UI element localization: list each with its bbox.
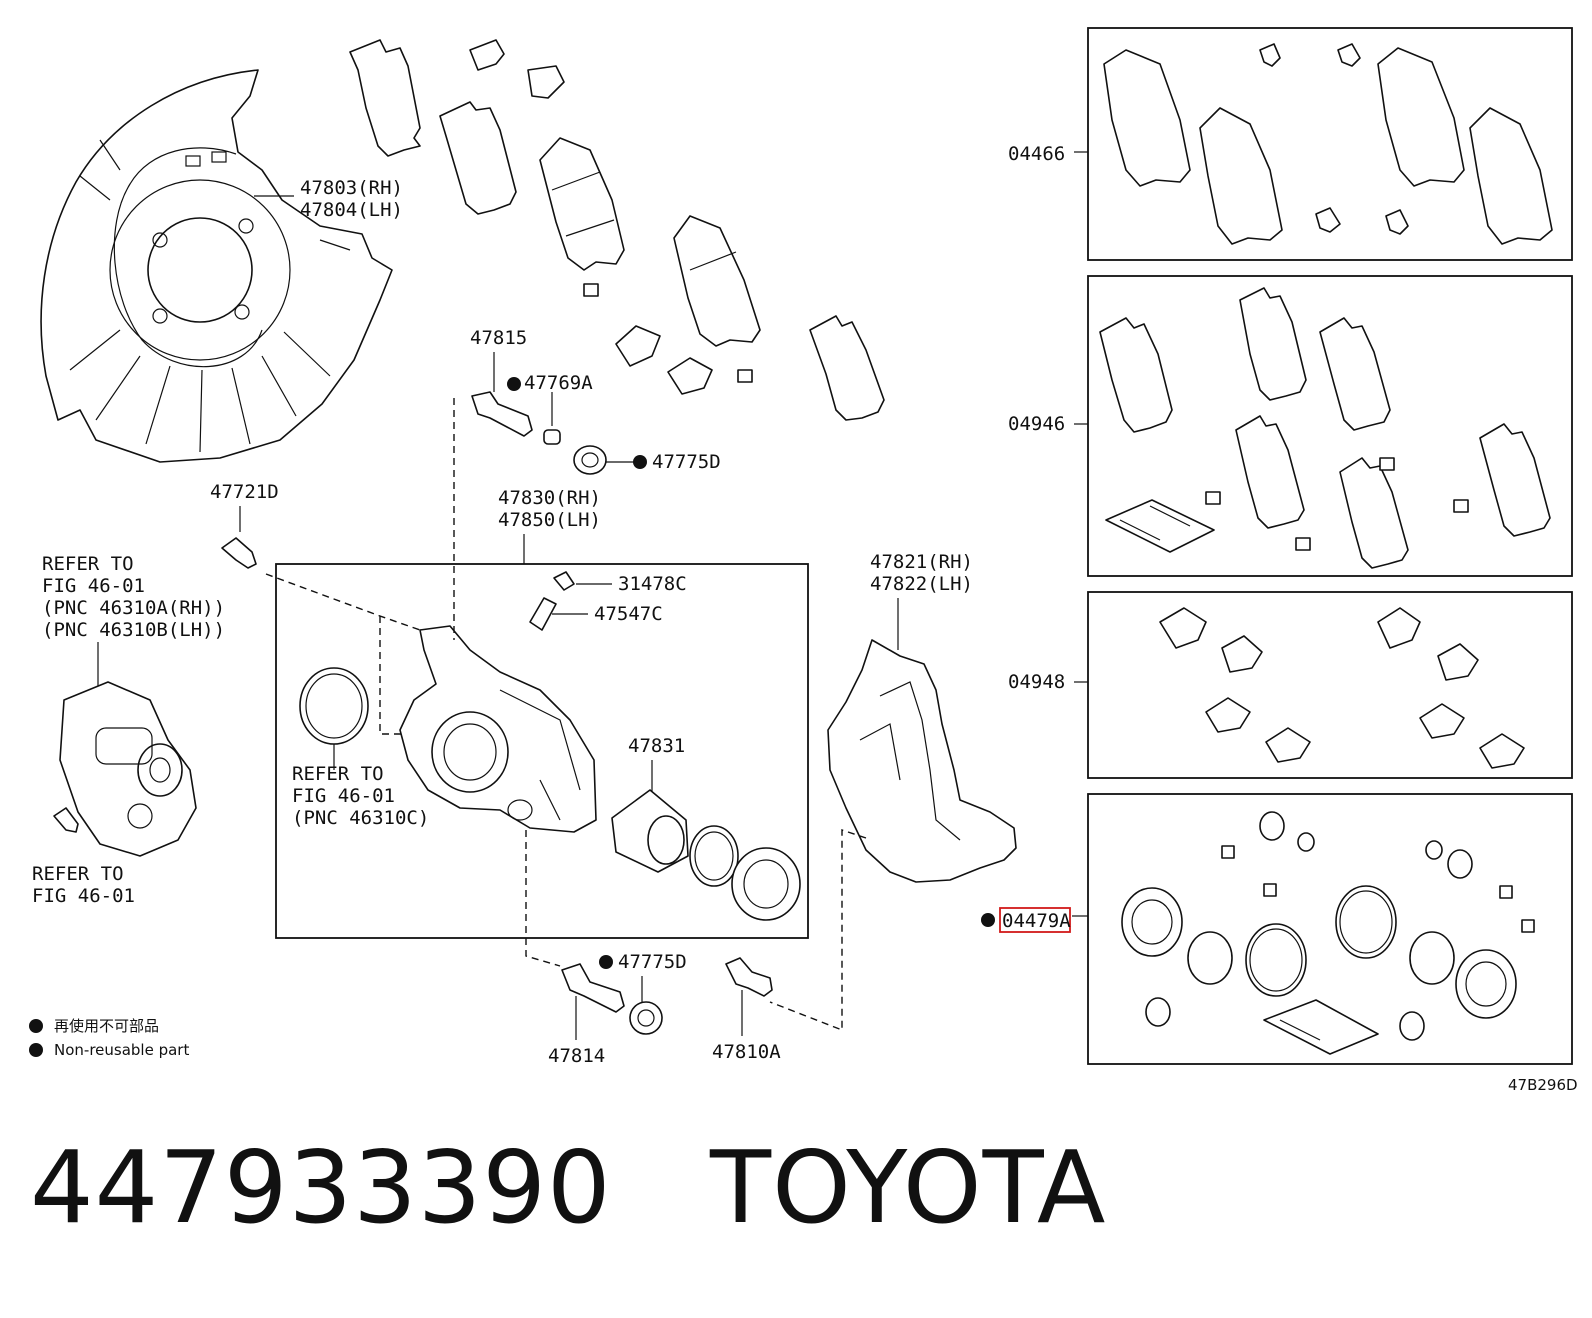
pad-support-plate-small-1[interactable] [469,39,565,99]
bolt-refer-fig[interactable] [53,807,79,833]
highlight-box-04479A [999,907,1071,933]
disc-brake-pad-outer[interactable] [673,215,761,347]
part-number: 447933390 [30,1129,612,1246]
anti-squeal-shim-1[interactable] [349,39,421,157]
brand-name: TOYOTA [709,1129,1107,1246]
label-47814: 47814 [548,1045,605,1067]
bolt-47721D[interactable] [221,537,257,569]
label-47830: 47830(RH) [498,487,601,509]
label-47850: 47850(LH) [498,509,601,531]
anti-squeal-shim-3[interactable] [809,315,885,421]
caliper-piston-47831[interactable] [611,789,689,873]
kit-04466-pads[interactable] [1103,43,1553,245]
label-47547C: 47547C [594,603,663,625]
refer-bolt-line1: REFER TO [32,863,124,885]
piston-seal-ring-left[interactable] [299,667,369,745]
bushing-47769A[interactable] [543,429,561,445]
label-04946: 04946 [1008,413,1065,435]
refer-left-line3: (PNC 46310A(RH)) [42,597,225,619]
kit-04946-shims[interactable] [1099,287,1551,569]
kit-box-04948 [1087,591,1573,779]
label-47810A: 47810A [712,1041,781,1063]
caliper-cylinder-body[interactable] [399,625,597,833]
figure-code: 47B296D [1508,1076,1578,1094]
refer-mid-line3: (PNC 46310C) [292,807,429,829]
label-47815: 47815 [470,327,527,349]
kit-04948-support-plates[interactable] [1159,607,1525,769]
label-31478C: 31478C [618,573,687,595]
pad-support-plate-1[interactable] [615,325,661,367]
label-47804: 47804(LH) [300,199,403,221]
caliper-slide-pin-47815[interactable] [471,391,533,437]
anti-squeal-shim-2[interactable] [439,101,517,215]
parking-brake-actuator[interactable] [59,681,197,857]
kit-box-04946 [1087,275,1573,577]
label-04479A[interactable]: 04479A [1002,910,1071,932]
part-caption: 447933390 TOYOTA [30,1128,1330,1248]
caliper-mounting-bracket[interactable] [827,639,1017,883]
legend-non-reusable: Non-reusable part [54,1041,189,1059]
label-47769A: 47769A [524,372,593,394]
slide-pin-47814[interactable] [561,963,625,1013]
legend-japanese: 再使用不可部品 [54,1017,159,1035]
kit-box-04479A [1087,793,1573,1065]
refer-left-line4: (PNC 46310B(LH)) [42,619,225,641]
label-47775D-bottom: 47775D [618,951,687,973]
label-47775D-top: 47775D [652,451,721,473]
label-47721D: 47721D [210,481,279,503]
refer-left-line2: FIG 46-01 [42,575,145,597]
kit-04479A-seals-boots[interactable] [1121,811,1535,1055]
disc-brake-dust-shield[interactable] [40,69,393,463]
dust-boot-47775D-bottom[interactable] [629,1001,663,1035]
refer-left-line1: REFER TO [42,553,134,575]
label-47803: 47803(RH) [300,177,403,199]
disc-brake-pad-inner[interactable] [539,137,625,271]
refer-bolt-line2: FIG 46-01 [32,885,135,907]
pad-wear-indicator-clip[interactable] [583,283,753,383]
piston-seal-ring[interactable] [689,825,739,887]
bleeder-cap-31478C[interactable] [553,571,575,591]
label-04948: 04948 [1008,671,1065,693]
label-47821: 47821(RH) [870,551,973,573]
label-47822: 47822(LH) [870,573,973,595]
refer-mid-line2: FIG 46-01 [292,785,395,807]
label-04466: 04466 [1008,143,1065,165]
caliper-assembly-frame [275,563,809,939]
refer-mid-line1: REFER TO [292,763,384,785]
bleeder-plug-47547C[interactable] [529,597,557,631]
pad-support-plate-2[interactable] [667,357,713,395]
dust-boot-47775D-top[interactable] [573,445,607,475]
label-47831: 47831 [628,735,685,757]
bolt-47810A[interactable] [725,957,773,997]
kit-box-04466 [1087,27,1573,261]
cylinder-boot[interactable] [731,847,801,921]
